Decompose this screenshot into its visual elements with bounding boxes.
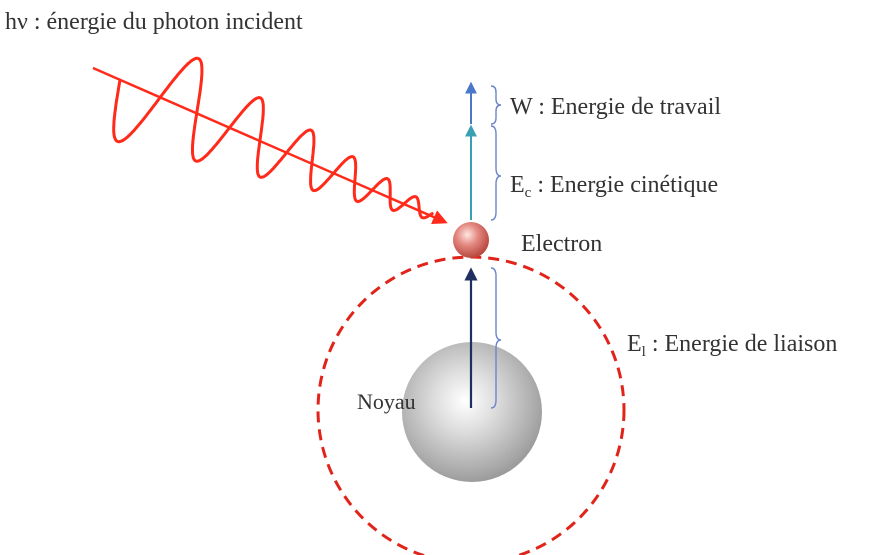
photon-energy-title: hν : énergie du photon incident (5, 9, 303, 35)
kinetic-energy-bracket (490, 125, 502, 221)
electron-label: Electron (521, 231, 602, 257)
photon-direction-arrow (92, 66, 448, 225)
nucleus-icon (402, 342, 542, 482)
photon-wave-icon (112, 56, 434, 220)
nucleus-label: Noyau (357, 389, 416, 414)
kinetic-energy-label: Ec : Energie cinétique (510, 172, 718, 201)
work-energy-label: W : Energie de travail (510, 94, 721, 120)
electron-icon (453, 222, 489, 258)
binding-energy-label: El : Energie de liaison (627, 331, 837, 360)
work-energy-bracket (490, 85, 502, 125)
binding-energy-bracket (490, 267, 502, 409)
